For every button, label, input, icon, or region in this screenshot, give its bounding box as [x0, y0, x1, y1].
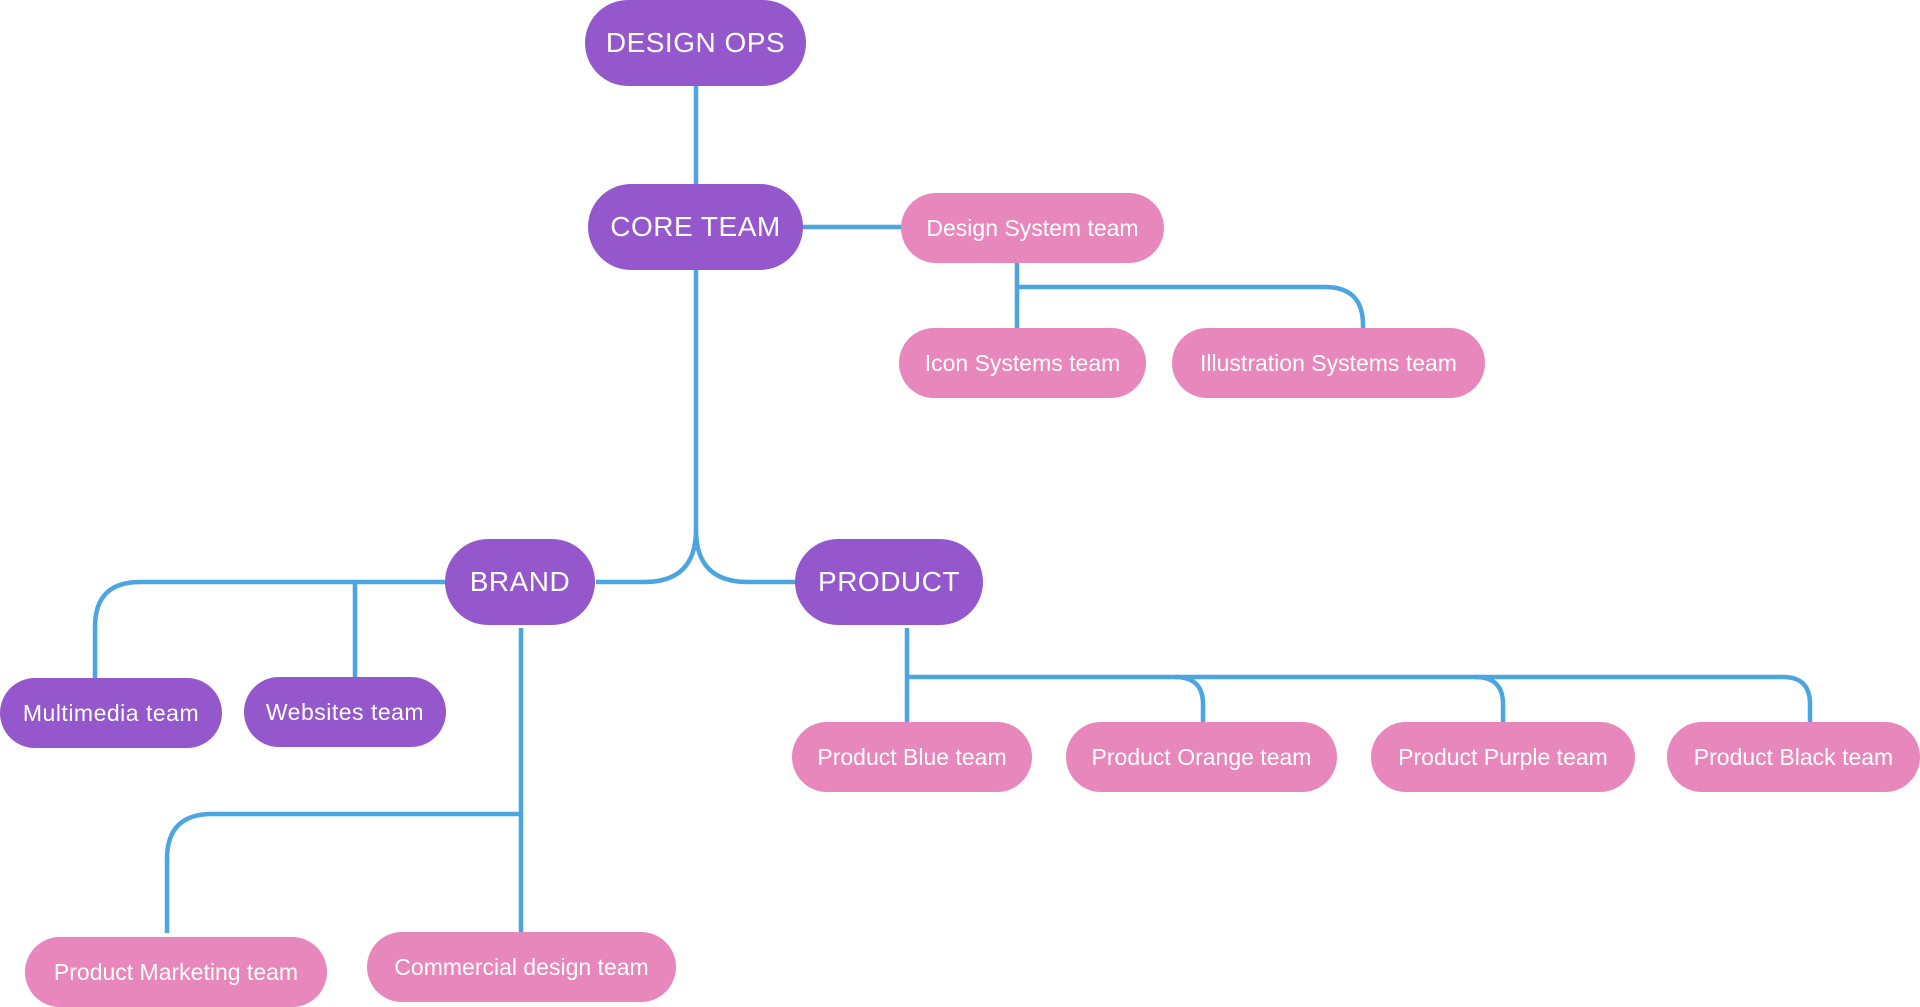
node-illustration-systems-team-label: Illustration Systems team: [1200, 349, 1457, 376]
node-design-ops-label: DESIGN OPS: [605, 27, 786, 58]
connector-product-orange: [1174, 674, 1206, 722]
node-product-orange-team-label: Product Orange team: [1091, 743, 1312, 770]
node-product: PRODUCT: [795, 539, 983, 625]
node-product-blue-team-label: Product Blue team: [817, 743, 1007, 770]
node-icon-systems-team: Icon Systems team: [899, 328, 1146, 398]
node-design-system-team-label: Design System team: [926, 214, 1139, 241]
connector-product-bus: [907, 674, 1813, 722]
node-product-black-team: Product Black team: [1667, 722, 1920, 792]
node-product-blue-team: Product Blue team: [792, 722, 1032, 792]
node-product-purple-team: Product Purple team: [1371, 722, 1635, 792]
node-product-orange-team: Product Orange team: [1066, 722, 1337, 792]
node-illustration-systems-team: Illustration Systems team: [1172, 328, 1485, 398]
node-product-label: PRODUCT: [818, 566, 960, 597]
connector-brand-marketing: [164, 811, 521, 933]
node-websites-team-label: Websites team: [265, 698, 425, 725]
node-product-black-team-label: Product Black team: [1693, 743, 1894, 770]
node-core-team-label: CORE TEAM: [610, 211, 781, 242]
connector-designsystem-illustration: [1017, 284, 1366, 328]
node-design-system-team: Design System team: [901, 193, 1164, 263]
connector-brand-multimedia: [92, 579, 446, 678]
node-design-ops: DESIGN OPS: [585, 0, 806, 86]
connector-core-product: [693, 529, 796, 585]
node-icon-systems-team-label: Icon Systems team: [924, 349, 1121, 376]
node-product-purple-team-label: Product Purple team: [1398, 743, 1608, 770]
connector-core-brand: [596, 270, 699, 585]
node-multimedia-team: Multimedia team: [0, 678, 222, 748]
node-websites-team: Websites team: [244, 677, 446, 747]
node-core-team: CORE TEAM: [588, 184, 803, 270]
node-product-marketing-team: Product Marketing team: [25, 937, 327, 1007]
node-brand: BRAND: [445, 539, 595, 625]
node-commercial-design-team: Commercial design team: [367, 932, 676, 1002]
node-multimedia-team-label: Multimedia team: [22, 699, 200, 726]
node-brand-label: BRAND: [469, 566, 571, 597]
node-commercial-design-team-label: Commercial design team: [394, 953, 649, 980]
connector-product-purple: [1474, 674, 1506, 722]
node-product-marketing-team-label: Product Marketing team: [53, 958, 299, 985]
